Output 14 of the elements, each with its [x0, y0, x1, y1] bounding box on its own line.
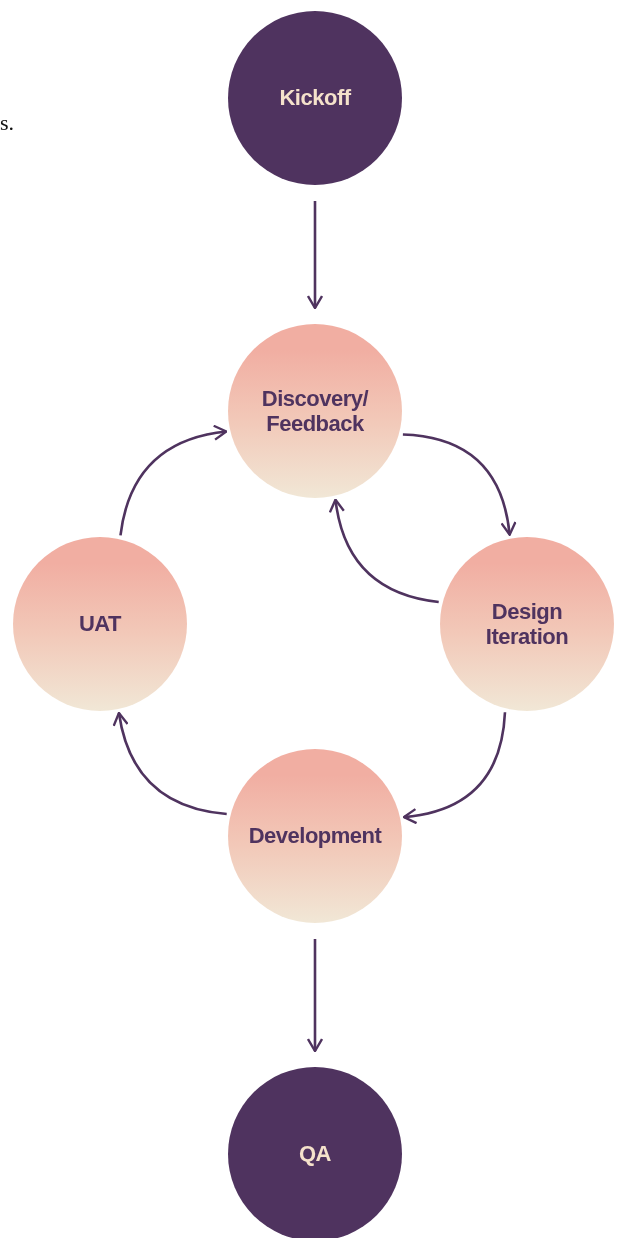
stage-label: UAT	[78, 611, 122, 637]
arrow	[119, 425, 228, 536]
stage-label: Development	[248, 823, 382, 849]
arrow	[306, 939, 324, 1053]
arrow	[113, 711, 227, 816]
arrow	[402, 712, 507, 824]
stage-label: Discovery/ Feedback	[260, 385, 370, 437]
arrow	[402, 433, 517, 536]
stage-label: QA	[299, 1141, 331, 1167]
text-fragment: s.	[0, 110, 15, 136]
stage-label: Kickoff	[279, 85, 351, 111]
stage-label: Design Iteration	[484, 598, 570, 650]
arrow	[329, 498, 439, 604]
arrow	[306, 201, 324, 310]
